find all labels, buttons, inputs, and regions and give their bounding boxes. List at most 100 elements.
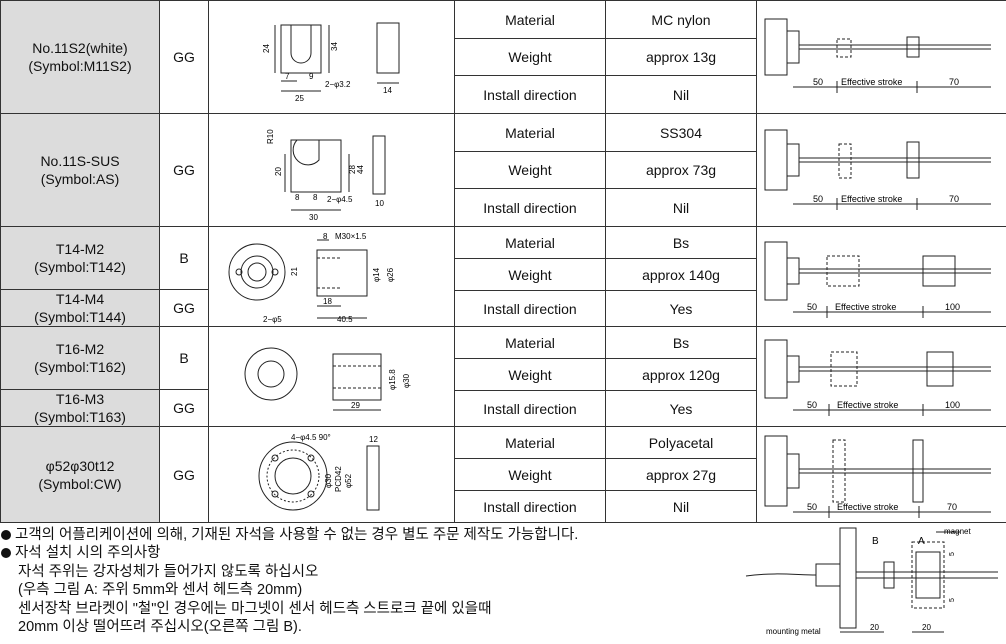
svg-text:14: 14 bbox=[383, 86, 392, 95]
svg-text:φ14: φ14 bbox=[372, 267, 381, 282]
spec-label: Install direction bbox=[454, 290, 606, 327]
model-name: No.11S-SUS(Symbol:AS) bbox=[0, 113, 160, 227]
svg-text:40.5: 40.5 bbox=[337, 315, 353, 324]
spec-label: Weight bbox=[454, 458, 606, 491]
svg-text:2−φ3.2: 2−φ3.2 bbox=[325, 80, 351, 89]
svg-text:29: 29 bbox=[351, 401, 360, 410]
svg-text:20: 20 bbox=[870, 623, 879, 632]
spec-label: Material bbox=[454, 326, 606, 359]
spec-label: Weight bbox=[454, 357, 606, 392]
svg-text:φ52: φ52 bbox=[344, 473, 353, 488]
svg-text:2−φ5: 2−φ5 bbox=[263, 315, 282, 324]
svg-text:Effective stroke: Effective stroke bbox=[841, 77, 902, 87]
svg-text:44: 44 bbox=[356, 165, 365, 174]
svg-text:50: 50 bbox=[807, 400, 817, 410]
spec-value: Nil bbox=[605, 188, 757, 227]
stroke-diagram: 50 Effective stroke 70 bbox=[756, 426, 1006, 523]
svg-text:2−φ4.5: 2−φ4.5 bbox=[327, 195, 353, 204]
svg-text:8: 8 bbox=[295, 193, 300, 202]
svg-text:R10: R10 bbox=[266, 129, 275, 144]
spec-value: MC nylon bbox=[605, 0, 757, 39]
note-line: 자석 주위는 강자성체가 들어가지 않도록 하십시오 bbox=[18, 563, 319, 580]
svg-text:28: 28 bbox=[348, 165, 357, 174]
spec-label: Material bbox=[454, 426, 606, 459]
stroke-diagram: 50 Effective stroke 70 bbox=[756, 0, 1006, 114]
model-code: GG bbox=[159, 389, 209, 427]
svg-text:70: 70 bbox=[949, 194, 959, 204]
stroke-diagram: 50 Effective stroke 70 bbox=[756, 113, 1006, 227]
spec-value: approx 140g bbox=[605, 257, 757, 292]
note-line: (우측 그림 A: 주위 5mm와 센서 헤드측 20mm) bbox=[18, 582, 303, 599]
svg-text:18: 18 bbox=[323, 297, 332, 306]
bullet-icon bbox=[1, 530, 11, 540]
model-name: No.11S2(white)(Symbol:M11S2) bbox=[0, 0, 160, 114]
spec-label: Material bbox=[454, 113, 606, 152]
spec-label: Weight bbox=[454, 151, 606, 189]
spec-value: approx 13g bbox=[605, 38, 757, 76]
note-line: 센서장착 브라켓이 "철"인 경우에는 마그넷이 센서 헤드측 스트로크 끝에 … bbox=[18, 600, 492, 617]
svg-text:100: 100 bbox=[945, 302, 960, 312]
svg-text:12: 12 bbox=[369, 435, 378, 444]
svg-text:Effective stroke: Effective stroke bbox=[837, 400, 898, 410]
svg-text:20: 20 bbox=[274, 167, 283, 176]
model-name: T14-M4(Symbol:T144) bbox=[0, 289, 160, 327]
svg-text:PCD42: PCD42 bbox=[334, 465, 343, 491]
installation-notes: 고객의 어플리케이션에 의해, 기재된 자석을 사용할 수 없는 경우 별도 주… bbox=[0, 526, 720, 636]
spec-value: approx 120g bbox=[605, 357, 757, 392]
svg-text:50: 50 bbox=[813, 194, 823, 204]
spec-label: Install direction bbox=[454, 75, 606, 114]
svg-text:70: 70 bbox=[947, 502, 957, 512]
svg-text:M30×1.5: M30×1.5 bbox=[335, 232, 367, 241]
dimension-drawing: φ30 PCD42 φ52 12 4−φ4.5 90° bbox=[208, 426, 455, 523]
model-code: GG bbox=[159, 113, 209, 227]
svg-text:25: 25 bbox=[295, 94, 304, 103]
svg-text:8: 8 bbox=[323, 232, 328, 241]
dimension-drawing: 21 8 M30×1.5 φ14 φ26 18 40.5 2−φ5 bbox=[208, 226, 455, 327]
model-name: T16-M3(Symbol:T163) bbox=[0, 389, 160, 427]
spec-value: SS304 bbox=[605, 113, 757, 152]
svg-text:A: A bbox=[918, 536, 925, 547]
spec-value: Bs bbox=[605, 226, 757, 259]
model-code: GG bbox=[159, 426, 209, 523]
spec-label: Install direction bbox=[454, 390, 606, 427]
note-install-caution: 자석 설치 시의 주의사항 bbox=[0, 544, 720, 562]
svg-text:50: 50 bbox=[813, 77, 823, 87]
svg-text:mounting metal: mounting metal bbox=[766, 627, 821, 636]
svg-text:100: 100 bbox=[945, 400, 960, 410]
svg-text:20: 20 bbox=[922, 623, 931, 632]
spec-label: Install direction bbox=[454, 188, 606, 227]
model-name: T16-M2(Symbol:T162) bbox=[0, 326, 160, 390]
model-code: GG bbox=[159, 289, 209, 327]
spec-label: Install direction bbox=[454, 490, 606, 523]
bullet-icon bbox=[1, 548, 11, 559]
dimension-drawing: φ15.8 φ30 29 bbox=[208, 326, 455, 427]
dimension-drawing: 24 34 7 9 25 14 2−φ3.2 bbox=[208, 0, 455, 114]
svg-text:30: 30 bbox=[309, 213, 318, 222]
magnet-spec-table: No.11S2(white)(Symbol:M11S2) GG 24 34 7 … bbox=[0, 0, 1006, 523]
svg-text:24: 24 bbox=[262, 44, 271, 53]
spec-value: Yes bbox=[605, 390, 757, 427]
svg-text:70: 70 bbox=[949, 77, 959, 87]
spec-value: Nil bbox=[605, 490, 757, 523]
spec-value: Polyacetal bbox=[605, 426, 757, 459]
svg-text:Effective stroke: Effective stroke bbox=[841, 194, 902, 204]
model-code: B bbox=[159, 326, 209, 390]
spec-label: Weight bbox=[454, 257, 606, 292]
svg-text:5: 5 bbox=[949, 552, 956, 556]
model-name: φ52φ30t12(Symbol:CW) bbox=[0, 426, 160, 523]
spec-value: approx 27g bbox=[605, 458, 757, 491]
svg-text:4−φ4.5 90°: 4−φ4.5 90° bbox=[291, 433, 331, 442]
dimension-drawing: R10 20 28 44 8 8 30 10 2−φ4.5 bbox=[208, 113, 455, 227]
svg-text:φ30: φ30 bbox=[402, 373, 411, 388]
svg-text:φ30: φ30 bbox=[324, 473, 333, 488]
svg-text:φ26: φ26 bbox=[386, 267, 395, 282]
svg-text:50: 50 bbox=[807, 502, 817, 512]
magnet-installation-figure: B A magnet mounting metal 20 20 5 5 bbox=[745, 527, 998, 636]
model-code: B bbox=[159, 226, 209, 290]
model-code: GG bbox=[159, 0, 209, 114]
svg-text:21: 21 bbox=[290, 266, 299, 275]
svg-text:magnet: magnet bbox=[944, 527, 971, 536]
spec-label: Material bbox=[454, 0, 606, 39]
svg-text:50: 50 bbox=[807, 302, 817, 312]
spec-label: Material bbox=[454, 226, 606, 259]
